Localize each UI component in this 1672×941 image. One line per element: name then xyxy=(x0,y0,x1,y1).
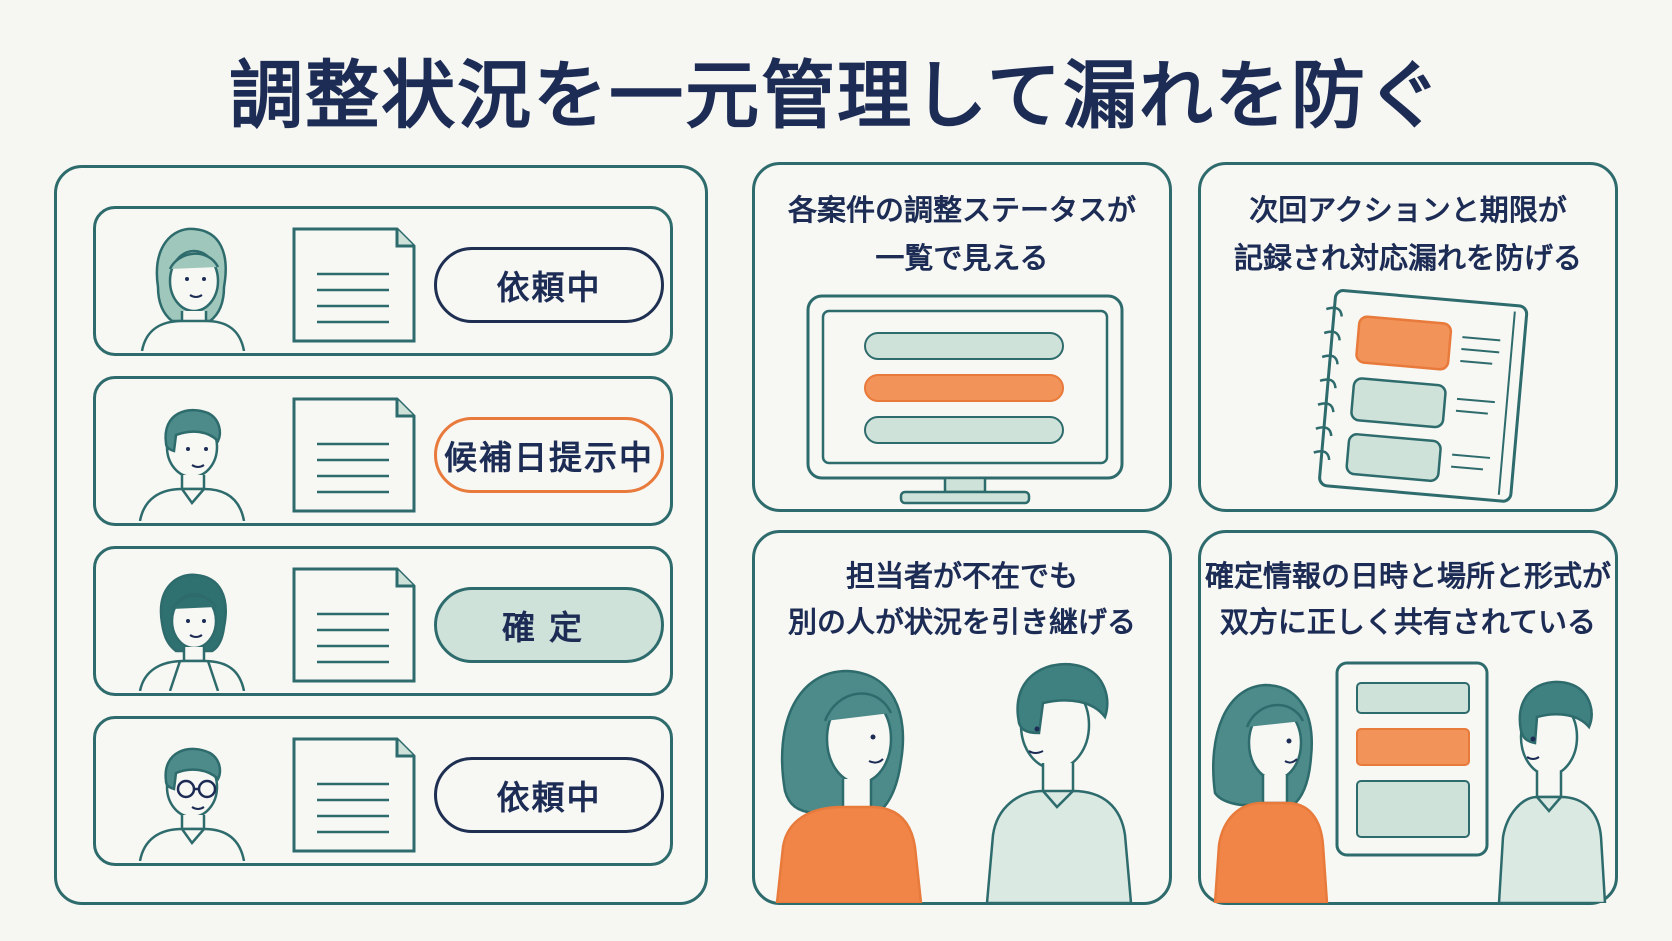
document-icon xyxy=(292,737,416,853)
status-row: 依頼中 xyxy=(93,716,673,866)
card-line-1: 次回アクションと期限が xyxy=(1249,193,1567,227)
card-line-2: 別の人が状況を引き継げる xyxy=(787,605,1136,639)
card-line-1: 確定情報の日時と場所と形式が xyxy=(1204,559,1611,593)
status-list-panel: 依頼中 候補日提示中 xyxy=(54,165,708,905)
card-line-2: 記録され対応漏れを防げる xyxy=(1233,241,1582,275)
shared-info-icon xyxy=(1212,661,1607,903)
card-line-1: 担当者が不在でも xyxy=(845,559,1078,593)
next-action-card: 次回アクションと期限が 記録され対応漏れを防げる xyxy=(1198,162,1618,512)
shared-info-board xyxy=(1335,661,1489,857)
page-title: 調整状況を一元管理して漏れを防ぐ xyxy=(229,53,1443,139)
status-badge: 依頼中 xyxy=(434,757,664,833)
document-icon xyxy=(292,227,416,343)
handover-card: 担当者が不在でも 別の人が状況を引き継げる xyxy=(752,530,1172,905)
status-badge: 依頼中 xyxy=(434,247,664,323)
status-badge: 候補日提示中 xyxy=(434,417,664,493)
card-line-2: 一覧で見える xyxy=(875,241,1049,275)
document-icon xyxy=(292,567,416,683)
status-overview-card: 各案件の調整ステータスが 一覧で見える xyxy=(752,162,1172,512)
document-icon xyxy=(292,397,416,513)
status-row: 確定 xyxy=(93,546,673,696)
man-short-hair-avatar xyxy=(138,408,246,521)
two-people-icon xyxy=(775,662,1133,903)
woman-person xyxy=(775,669,923,903)
notebook-icon xyxy=(1313,289,1529,503)
man-person xyxy=(1497,680,1607,903)
card-line-1: 各案件の調整ステータスが xyxy=(787,193,1136,227)
card-line-2: 双方に正しく共有されている xyxy=(1219,605,1597,639)
woman-long-hair-avatar xyxy=(140,227,246,351)
man-glasses-avatar xyxy=(138,747,246,861)
monitor-icon xyxy=(806,294,1124,505)
confirmed-info-card: 確定情報の日時と場所と形式が 双方に正しく共有されている xyxy=(1198,530,1618,905)
woman-bob-hair-avatar xyxy=(138,573,246,691)
status-row: 候補日提示中 xyxy=(93,376,673,526)
status-badge: 確定 xyxy=(434,587,664,663)
woman-person xyxy=(1212,683,1329,903)
man-person xyxy=(985,662,1133,903)
status-row: 依頼中 xyxy=(93,206,673,356)
